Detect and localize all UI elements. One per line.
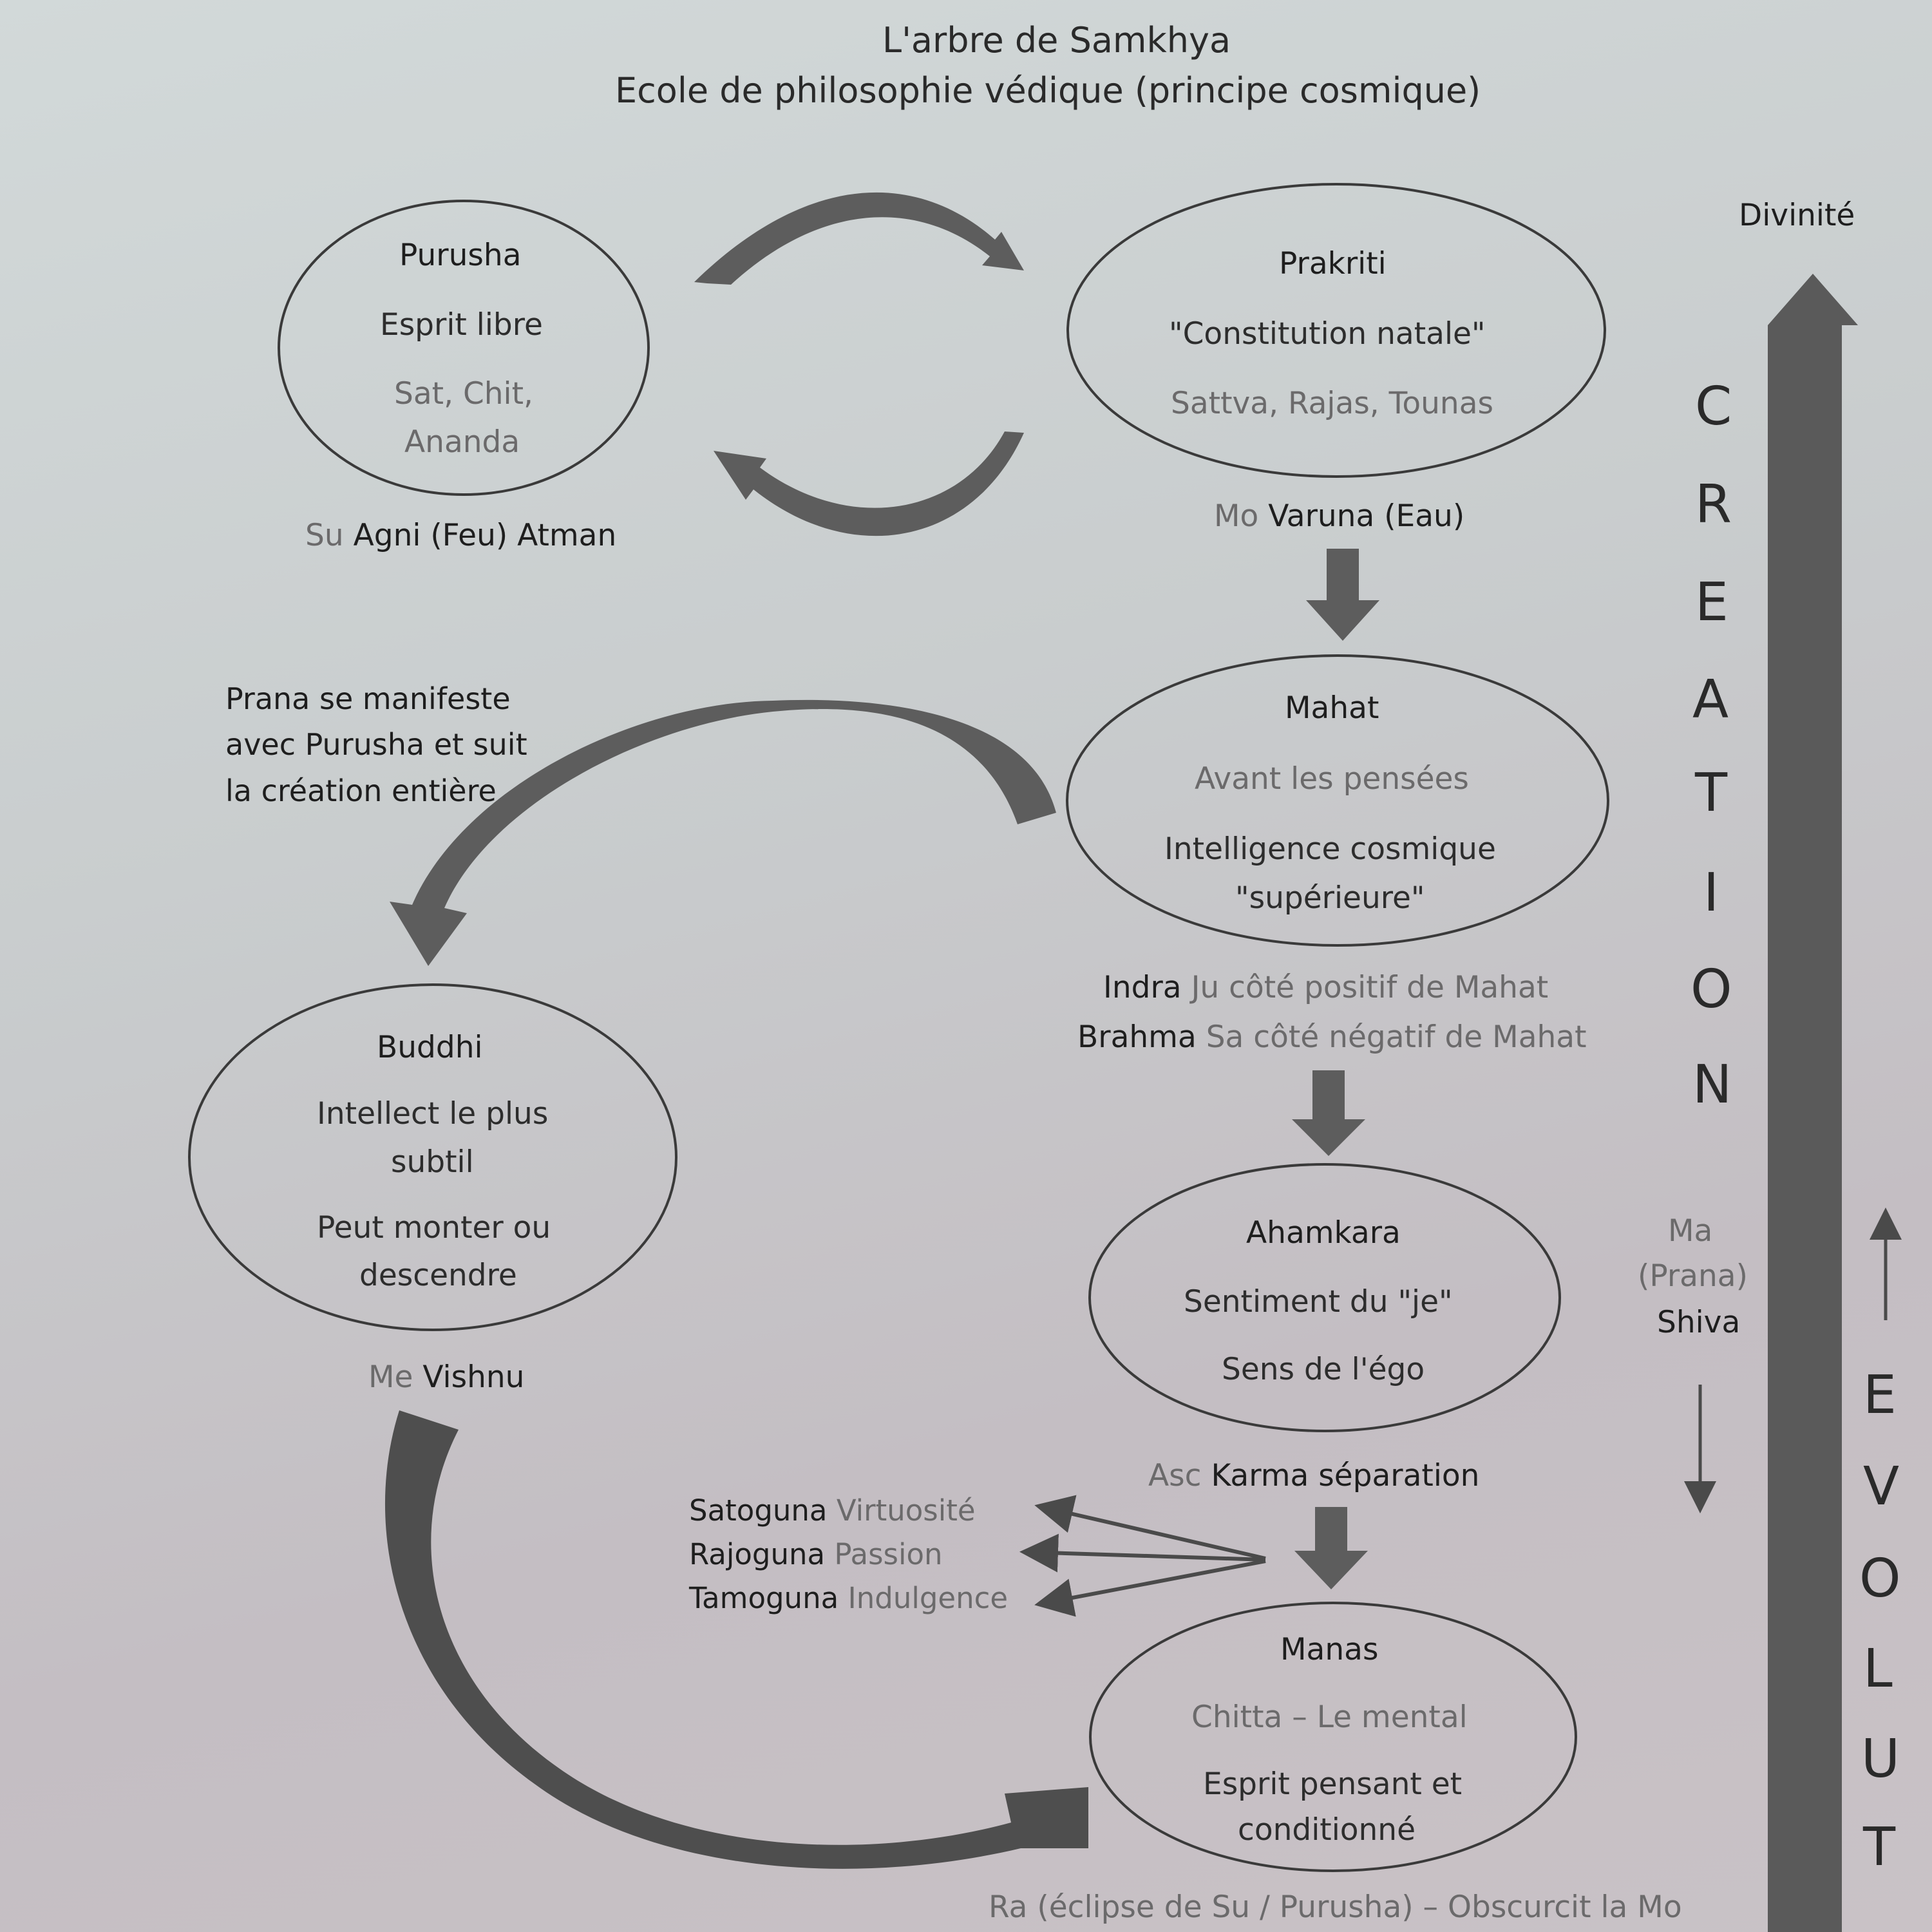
evolution-letter: L bbox=[1863, 1638, 1893, 1700]
purusha-line2a: Sat, Chit, bbox=[394, 376, 533, 412]
buddhi-ellipse bbox=[188, 983, 677, 1331]
creation-letter: E bbox=[1695, 572, 1728, 633]
mahat-line1: Avant les pensées bbox=[1195, 761, 1469, 797]
purusha-deity: Agni (Feu) Atman bbox=[353, 518, 617, 553]
guna-1: Satoguna Virtuosité bbox=[689, 1494, 976, 1528]
mahat-line2b: "supérieure" bbox=[1235, 880, 1425, 916]
creation-letter: A bbox=[1692, 669, 1729, 730]
manas-line1: Chitta – Le mental bbox=[1191, 1700, 1468, 1735]
creation-letter: I bbox=[1703, 862, 1719, 923]
prakriti-name: Prakriti bbox=[1279, 246, 1387, 281]
guna-1-quality: Virtuosité bbox=[836, 1493, 976, 1528]
buddhi-planet: Me bbox=[368, 1359, 413, 1395]
guna-3: Tamoguna Indulgence bbox=[689, 1582, 1008, 1615]
prana-deity: Shiva bbox=[1657, 1305, 1741, 1340]
ahamkara-label: Asc Karma séparation bbox=[1148, 1458, 1480, 1493]
buddhi-line1b: subtil bbox=[391, 1144, 474, 1180]
down-arrow-mahat-ahamkara bbox=[1292, 1070, 1365, 1156]
purusha-ellipse bbox=[278, 200, 650, 496]
creation-letter: T bbox=[1695, 762, 1728, 824]
ahamkara-planet: Asc bbox=[1148, 1458, 1202, 1493]
ahamkara-line1: Sentiment du "je" bbox=[1184, 1284, 1453, 1320]
ahamkara-ellipse bbox=[1088, 1163, 1561, 1432]
prakriti-line1: "Constitution natale" bbox=[1169, 316, 1486, 352]
prakriti-deity: Varuna (Eau) bbox=[1268, 498, 1465, 534]
manas-label: Ra (éclipse de Su / Purusha) – Obscurcit… bbox=[989, 1889, 1682, 1925]
guna-2-quality: Passion bbox=[834, 1537, 943, 1571]
prana-planet: Ma bbox=[1668, 1213, 1713, 1249]
creation-letter: C bbox=[1695, 376, 1732, 437]
curved-arrow-buddhi-manas bbox=[384, 1410, 1089, 1869]
ahamkara-text: Karma séparation bbox=[1211, 1458, 1480, 1493]
manas-name: Manas bbox=[1280, 1632, 1379, 1667]
prakriti-line2: Sattva, Rajas, Tounas bbox=[1171, 386, 1493, 421]
buddhi-label: Me Vishnu bbox=[368, 1359, 525, 1395]
prakriti-label: Mo Varuna (Eau) bbox=[1214, 498, 1465, 534]
evolution-letter: O bbox=[1859, 1548, 1901, 1609]
creation-letter: O bbox=[1690, 959, 1732, 1020]
guna-2: Rajoguna Passion bbox=[689, 1538, 943, 1571]
buddhi-deity: Vishnu bbox=[422, 1359, 525, 1395]
evolution-letter: U bbox=[1861, 1728, 1900, 1790]
creation-letter: R bbox=[1695, 474, 1732, 535]
guna-2-name: Rajoguna bbox=[689, 1537, 826, 1571]
mahat-line2a: Intelligence cosmique bbox=[1164, 831, 1496, 867]
purusha-name: Purusha bbox=[399, 238, 522, 273]
mahat-name: Mahat bbox=[1285, 690, 1379, 726]
mahat-ellipse bbox=[1066, 654, 1609, 947]
diagram-title: L'arbre de Samkhya bbox=[882, 20, 1231, 61]
creation-arrow bbox=[1768, 274, 1858, 1932]
guna-arrow-2 bbox=[1019, 1533, 1266, 1573]
down-arrow-ahamkara-manas bbox=[1294, 1507, 1368, 1589]
prakriti-ellipse bbox=[1066, 183, 1606, 478]
manas-line2a: Esprit pensant et bbox=[1203, 1766, 1463, 1802]
guna-arrow-1 bbox=[1034, 1495, 1266, 1560]
mahat-label-1: Indra Ju côté positif de Mahat bbox=[1103, 970, 1549, 1005]
evolution-letter: T bbox=[1863, 1817, 1896, 1878]
creation-letter: N bbox=[1692, 1054, 1732, 1115]
buddhi-line2b: descendre bbox=[359, 1258, 517, 1293]
purusha-planet: Su bbox=[305, 518, 344, 553]
guna-3-quality: Indulgence bbox=[848, 1581, 1009, 1615]
mahat-brahma: Brahma bbox=[1077, 1019, 1197, 1055]
manas-ellipse bbox=[1089, 1602, 1577, 1872]
prakriti-planet: Mo bbox=[1214, 498, 1259, 534]
prana-note: Prana se manifeste avec Purusha et suit … bbox=[225, 681, 527, 808]
buddhi-name: Buddhi bbox=[377, 1030, 483, 1065]
buddhi-line1a: Intellect le plus bbox=[317, 1096, 549, 1132]
ahamkara-name: Ahamkara bbox=[1246, 1215, 1401, 1251]
ahamkara-line2: Sens de l'égo bbox=[1222, 1352, 1425, 1387]
manas-line2b: conditionné bbox=[1238, 1812, 1416, 1848]
purusha-line1: Esprit libre bbox=[380, 307, 543, 343]
purusha-label: Su Agni (Feu) Atman bbox=[305, 518, 616, 553]
evolution-letter: E bbox=[1863, 1365, 1897, 1426]
prana-sub: (Prana) bbox=[1638, 1258, 1748, 1294]
divinity-label: Divinité bbox=[1739, 198, 1855, 233]
diagram-subtitle: Ecole de philosophie védique (principe c… bbox=[615, 70, 1481, 111]
curved-arrow-mahat-buddhi bbox=[390, 699, 1056, 966]
mahat-jupiter-text: Ju côté positif de Mahat bbox=[1191, 970, 1549, 1005]
guna-1-name: Satoguna bbox=[689, 1493, 828, 1528]
evolution-letter: V bbox=[1863, 1456, 1900, 1517]
cycle-arrow-top bbox=[694, 192, 1024, 285]
buddhi-line2a: Peut monter ou bbox=[317, 1210, 551, 1245]
purusha-line2b: Ananda bbox=[404, 424, 520, 460]
down-arrow-prakriti-mahat bbox=[1306, 549, 1379, 641]
guna-3-name: Tamoguna bbox=[689, 1581, 839, 1615]
mahat-saturn-text: Sa côté négatif de Mahat bbox=[1206, 1019, 1587, 1055]
mahat-indra: Indra bbox=[1103, 970, 1182, 1005]
guna-arrow-3 bbox=[1034, 1559, 1266, 1617]
cycle-arrow-bottom bbox=[714, 431, 1024, 536]
mahat-label-2: Brahma Sa côté négatif de Mahat bbox=[1077, 1019, 1587, 1055]
